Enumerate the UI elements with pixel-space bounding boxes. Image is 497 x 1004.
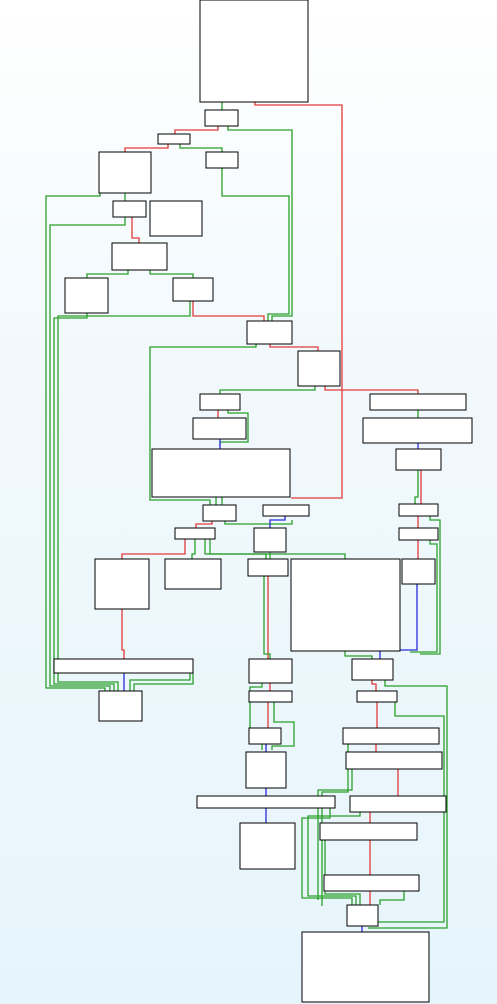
basic-block[interactable] — [157, 133, 191, 145]
basic-block[interactable] — [164, 558, 222, 590]
edge-true — [263, 576, 271, 659]
basic-block[interactable] — [369, 393, 467, 411]
basic-block[interactable] — [202, 504, 237, 522]
basic-block[interactable] — [345, 751, 443, 770]
edge-false — [192, 301, 265, 321]
basic-block[interactable] — [398, 527, 439, 541]
edge-false — [371, 680, 377, 691]
edge-true — [317, 769, 353, 900]
basic-block[interactable] — [342, 727, 440, 745]
edge-true — [45, 193, 106, 691]
basic-block[interactable] — [401, 558, 436, 585]
basic-block[interactable] — [247, 558, 289, 577]
basic-block[interactable] — [64, 277, 109, 314]
edge-true — [368, 680, 448, 929]
edge-true — [49, 217, 126, 691]
edge-false — [269, 344, 319, 351]
basic-block[interactable] — [245, 751, 287, 789]
edge-false — [121, 609, 125, 659]
entry-block[interactable] — [199, 0, 309, 103]
edge-true — [379, 891, 405, 905]
basic-block[interactable] — [149, 200, 203, 237]
basic-block[interactable] — [297, 350, 341, 387]
basic-block[interactable] — [395, 448, 442, 471]
edge-true — [324, 840, 361, 905]
basic-block[interactable] — [151, 448, 291, 498]
edge-true — [133, 673, 194, 691]
edge-true — [227, 126, 293, 321]
edge-false — [324, 386, 419, 394]
edge-true — [271, 702, 295, 750]
basic-block[interactable] — [248, 658, 293, 684]
edge-true — [224, 520, 293, 525]
edge-false — [254, 102, 343, 499]
edge-true — [86, 270, 129, 278]
basic-block[interactable] — [94, 558, 150, 610]
basic-block[interactable] — [196, 795, 336, 809]
basic-block[interactable] — [239, 822, 296, 870]
basic-block[interactable] — [53, 658, 194, 674]
edge-true — [57, 301, 191, 691]
edge-true — [344, 651, 373, 659]
basic-block[interactable] — [111, 242, 168, 271]
basic-block[interactable] — [319, 822, 418, 841]
basic-block[interactable] — [253, 527, 287, 553]
basic-block[interactable] — [199, 393, 241, 411]
basic-block[interactable] — [174, 527, 216, 540]
edge-true — [209, 539, 346, 559]
basic-block[interactable] — [262, 504, 310, 517]
basic-block[interactable] — [248, 727, 282, 745]
basic-block[interactable] — [204, 109, 239, 127]
basic-block[interactable] — [356, 690, 398, 703]
edge-jump — [269, 516, 286, 528]
basic-block[interactable] — [98, 690, 143, 722]
edge-layer — [45, 102, 448, 932]
basic-block[interactable] — [351, 658, 394, 681]
edge-true — [221, 168, 290, 321]
basic-block[interactable] — [323, 874, 420, 892]
basic-block[interactable] — [248, 690, 293, 703]
basic-block[interactable] — [362, 417, 473, 444]
edge-false — [131, 217, 140, 243]
edge-false — [195, 521, 213, 528]
node-layer — [53, 0, 473, 1003]
basic-block[interactable] — [205, 151, 239, 169]
basic-block[interactable] — [172, 277, 214, 302]
exit-block[interactable] — [301, 931, 430, 1003]
edge-true — [149, 344, 257, 505]
basic-block[interactable] — [290, 558, 401, 652]
edge-true — [53, 313, 115, 691]
basic-block[interactable] — [398, 503, 439, 517]
edge-true — [191, 539, 196, 559]
edge-true — [410, 540, 438, 653]
basic-block[interactable] — [246, 320, 293, 345]
edge-true — [219, 386, 316, 394]
edge-false — [174, 126, 219, 134]
basic-block[interactable] — [346, 904, 379, 927]
basic-block[interactable] — [98, 151, 152, 194]
edge-true — [420, 516, 441, 655]
edge-true — [149, 270, 194, 278]
basic-block[interactable] — [192, 417, 247, 440]
edge-false — [124, 144, 169, 152]
edge-true — [129, 673, 191, 691]
edge-false — [121, 539, 186, 559]
edge-true — [414, 470, 419, 504]
edge-true — [179, 144, 223, 152]
edge-true — [307, 812, 361, 905]
basic-block[interactable] — [112, 200, 147, 218]
basic-block[interactable] — [349, 795, 447, 813]
